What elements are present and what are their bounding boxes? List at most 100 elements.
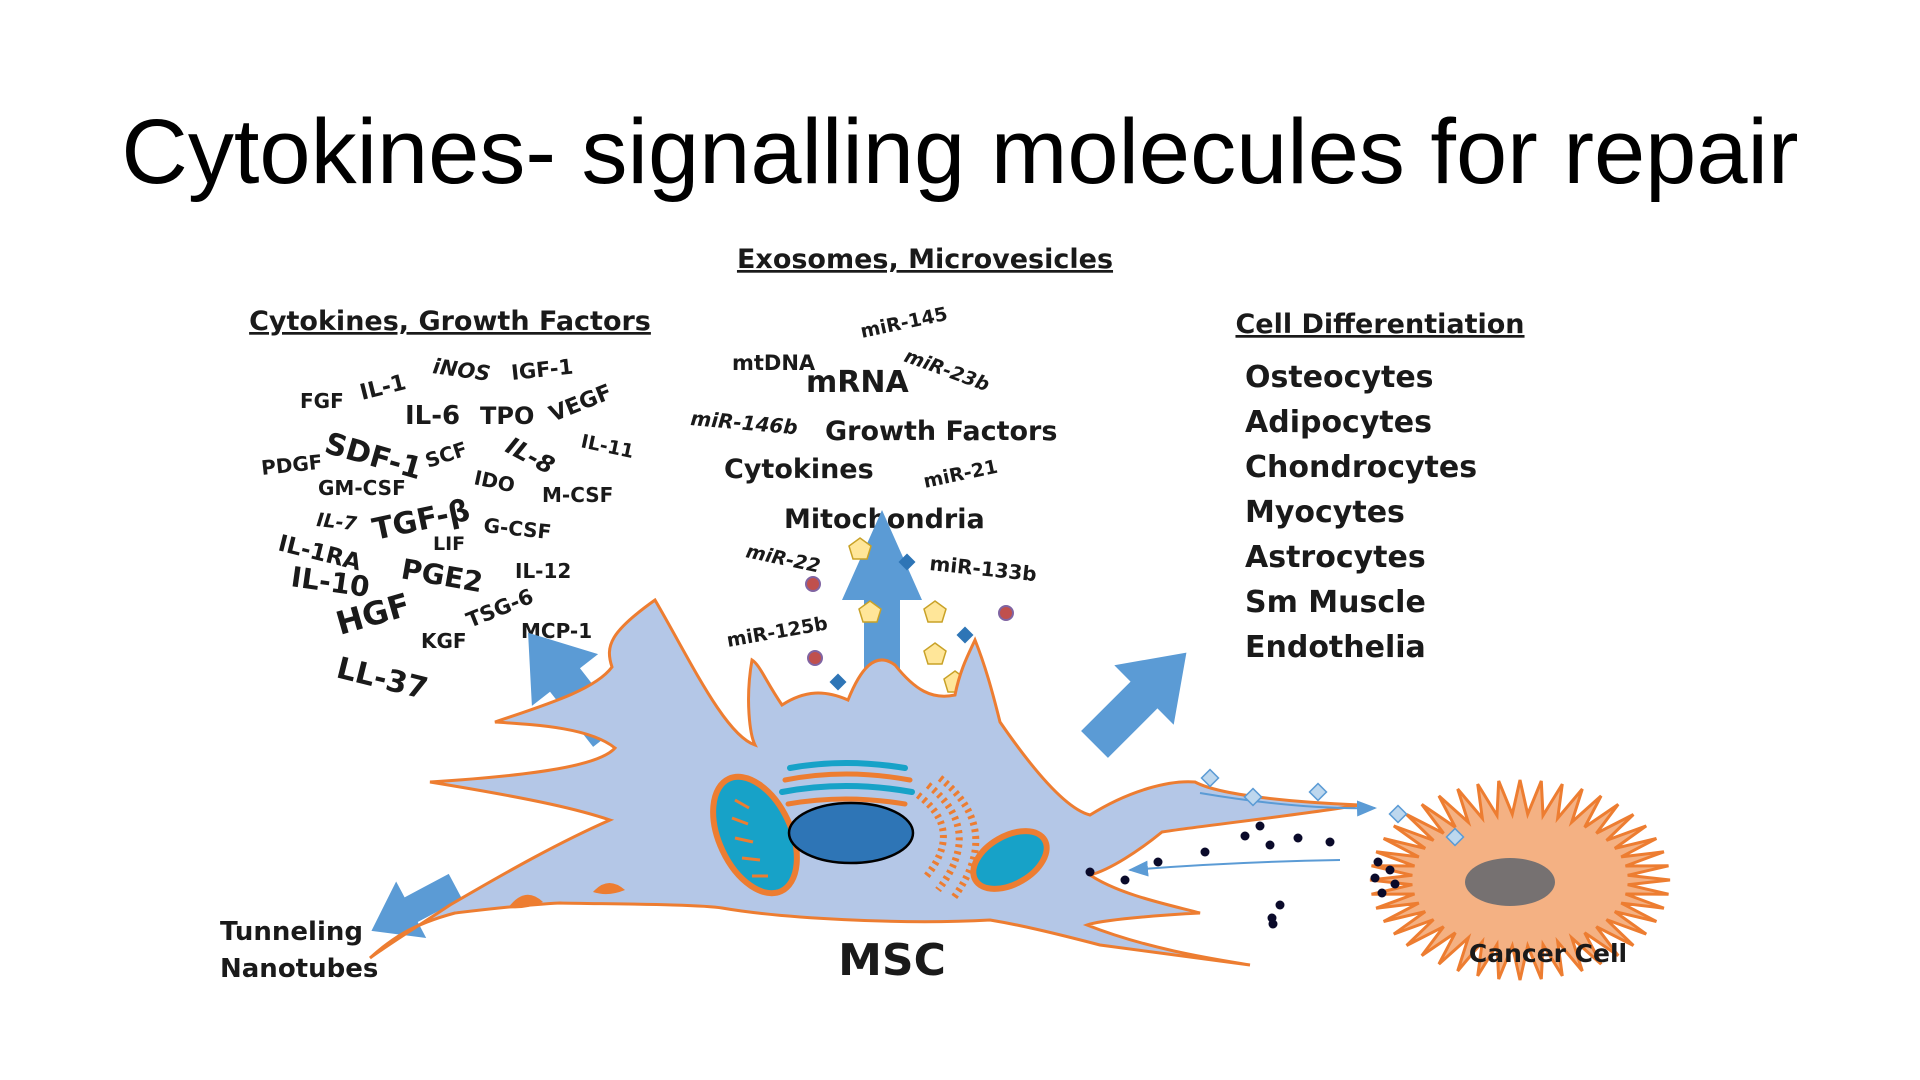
cytokine-term: SCF	[422, 437, 470, 473]
cytokine-term: iNOS	[431, 354, 492, 386]
cytokine-term: IL-1	[357, 370, 408, 406]
exosome-term: mtDNA	[732, 351, 816, 375]
cytokine-term: KGF	[421, 629, 467, 653]
black-dot	[1153, 857, 1163, 867]
dot-vesicle	[998, 605, 1014, 621]
differentiation-item: Endothelia	[1245, 630, 1426, 665]
golgi-icon	[782, 771, 913, 783]
transfer-dots	[1085, 821, 1400, 929]
dot-vesicle	[805, 576, 821, 592]
light-diamond	[1445, 827, 1465, 847]
cytokine-term: GM-CSF	[318, 476, 406, 500]
cytokine-term: IL-12	[515, 559, 571, 583]
black-dot	[1265, 840, 1275, 850]
exosome-term: Growth Factors	[825, 416, 1057, 447]
endoplasmic-reticulum-icon	[925, 782, 963, 893]
label-cancer-cell: Cancer Cell	[1469, 939, 1627, 968]
black-dot	[1120, 875, 1130, 885]
endoplasmic-reticulum-icon	[915, 792, 947, 881]
cytokine-term: IL-7	[315, 509, 358, 535]
pentagon-vesicle	[858, 600, 882, 623]
cytokine-term: PDGF	[260, 450, 324, 480]
mitochondrion-cristae	[731, 798, 768, 878]
differentiation-item: Adipocytes	[1245, 405, 1432, 440]
cytokine-term: IL-6	[405, 401, 460, 431]
black-dot	[1293, 833, 1303, 843]
diamond-vesicle	[898, 553, 916, 571]
pentagon-vesicle	[848, 537, 872, 560]
exosome-term: miR-23b	[901, 345, 992, 396]
exosome-term: miR-22	[744, 540, 822, 577]
light-diamond	[1200, 768, 1220, 788]
black-dot	[1255, 821, 1265, 831]
black-dot	[1275, 900, 1285, 910]
cytokine-term: LL-37	[333, 651, 431, 707]
black-dot	[1385, 865, 1395, 875]
light-diamond	[1243, 787, 1263, 807]
light-diamond	[1308, 782, 1328, 802]
msc-organelles	[508, 760, 1050, 909]
golgi-icon	[787, 760, 908, 771]
label-msc: MSC	[838, 935, 946, 986]
black-dot	[1370, 873, 1380, 883]
arrow-down-left-icon	[371, 873, 462, 938]
transfer-arrow-to-cancer	[1199, 792, 1377, 817]
black-dot	[1373, 857, 1383, 867]
header-differentiation: Cell Differentiation	[1235, 309, 1524, 340]
cytokine-term: IL-11	[579, 430, 636, 463]
dot-vesicle	[807, 650, 823, 666]
black-dot	[1377, 888, 1387, 898]
header-exosomes: Exosomes, Microvesicles	[737, 244, 1113, 275]
differentiation-item: Chondrocytes	[1245, 450, 1477, 485]
exosome-term: Cytokines	[724, 454, 874, 485]
cytokine-term: PGE2	[399, 552, 486, 599]
light-diamond	[1388, 804, 1408, 824]
cytokine-term: TPO	[480, 402, 534, 430]
black-dot	[1325, 837, 1335, 847]
pentagon-vesicle	[923, 642, 947, 665]
differentiation-item: Sm Muscle	[1245, 585, 1426, 620]
label-tunneling: Tunneling	[220, 917, 363, 947]
golgi-icon	[785, 796, 908, 807]
header-cytokines: Cytokines, Growth Factors	[249, 306, 651, 337]
black-dot	[1085, 867, 1095, 877]
exosome-term: miR-145	[858, 303, 949, 343]
differentiation-item: Myocytes	[1245, 495, 1405, 530]
nucleus-icon	[787, 801, 915, 865]
differentiation-item: Osteocytes	[1245, 360, 1434, 395]
exosome-term: miR-133b	[928, 551, 1037, 586]
exosome-term: mRNA	[806, 365, 909, 400]
cytokine-term: LIF	[433, 533, 465, 555]
mitochondrion-icon	[970, 828, 1050, 892]
exosome-term: miR-21	[921, 456, 999, 493]
arrow-up-icon	[842, 510, 922, 670]
cancer-nucleus-icon	[1465, 858, 1555, 906]
cytokine-term: M-CSF	[542, 483, 613, 507]
exosome-term: miR-146b	[690, 406, 799, 439]
cancer-cell	[1369, 779, 1671, 981]
slide-title: Cytokines- signalling molecules for repa…	[121, 101, 1799, 203]
diamond-vesicle	[829, 673, 847, 691]
differentiation-item: Astrocytes	[1245, 540, 1426, 575]
cytokine-term: G-CSF	[482, 513, 552, 544]
transfer-diamonds	[1200, 768, 1465, 847]
golgi-icon	[779, 783, 915, 795]
transfer-arrow-to-msc	[1128, 859, 1341, 877]
diamond-vesicle	[956, 626, 974, 644]
black-dot	[1390, 879, 1400, 889]
cytokine-term: IGF-1	[510, 355, 574, 385]
black-dot	[1240, 831, 1250, 841]
label-nanotubes: Nanotubes	[220, 954, 378, 984]
cytokine-term: VEGF	[546, 380, 616, 428]
cytokine-term: FGF	[300, 389, 344, 413]
pentagon-vesicle	[923, 600, 947, 623]
exosome-term: miR-125b	[725, 613, 829, 652]
black-dot	[1200, 847, 1210, 857]
cytokine-term: IDO	[472, 465, 517, 497]
endoplasmic-reticulum-icon	[937, 775, 980, 903]
nanotube-organelle-icon	[508, 894, 543, 909]
mitochondrion-icon	[710, 773, 800, 897]
nanotube-organelle-icon	[593, 882, 625, 895]
black-dot	[1268, 919, 1278, 929]
